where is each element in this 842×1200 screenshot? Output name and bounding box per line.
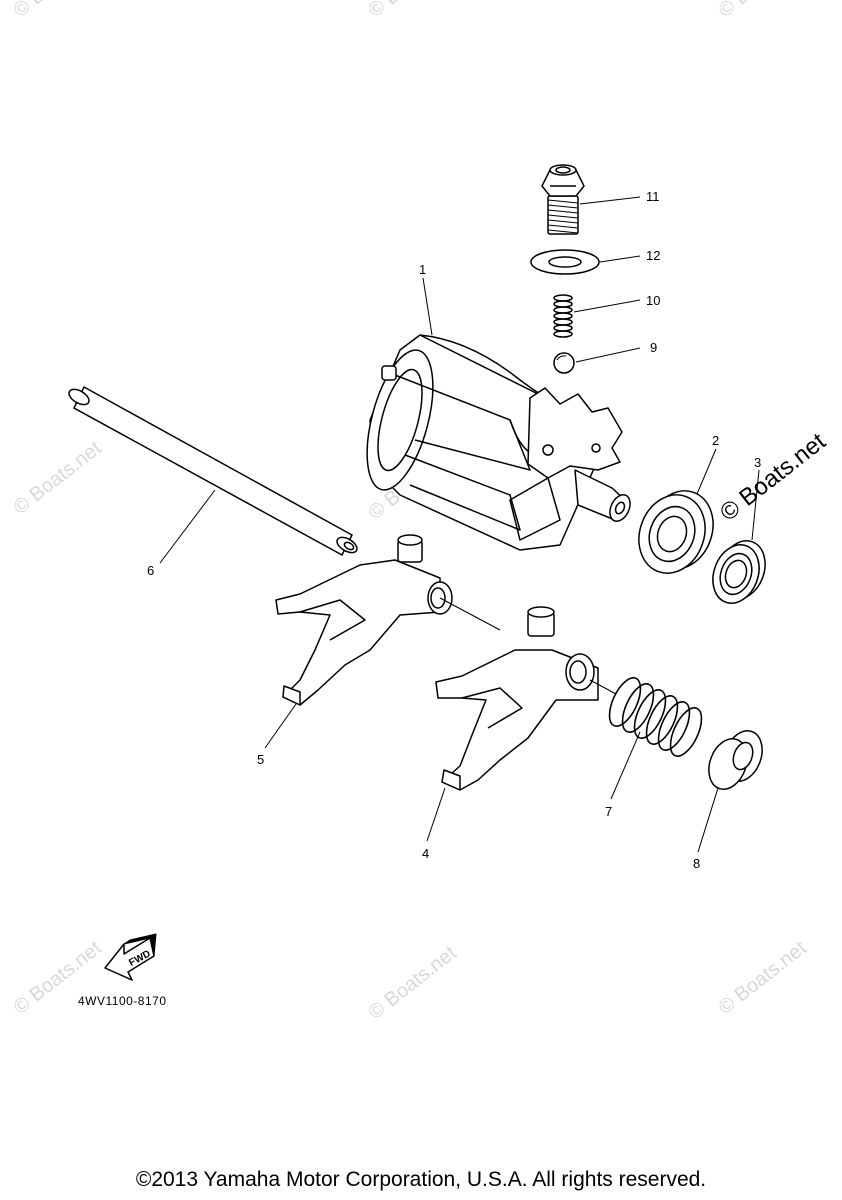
part-9-ball	[554, 353, 574, 373]
part-label-5: 5	[257, 752, 264, 767]
part-4-shift-fork	[436, 607, 598, 790]
part-label-11: 11	[646, 189, 660, 204]
copyright-notice: ©2013 Yamaha Motor Corporation, U.S.A. A…	[135, 1168, 707, 1191]
part-label-10: 10	[646, 293, 660, 308]
watermark: © Boats.net	[10, 0, 106, 22]
part-8-collar	[702, 725, 769, 790]
leader-lines	[159, 196, 760, 853]
part-6-guide-bar	[66, 386, 359, 555]
part-label-3: 3	[754, 455, 761, 470]
part-1-shift-drum	[354, 335, 634, 550]
part-2-bearing	[628, 481, 724, 582]
part-label-9: 9	[650, 340, 657, 355]
watermark: © Boats.net	[715, 0, 811, 22]
part-12-washer	[531, 250, 599, 274]
part-11-bolt	[542, 165, 584, 234]
diagram-code: 4WV1100-8170	[78, 994, 167, 1008]
part-label-6: 6	[147, 563, 154, 578]
watermark: © Boats.net	[365, 942, 461, 1024]
part-7-spring	[603, 673, 708, 760]
part-5-shift-fork	[276, 535, 452, 705]
part-label-7: 7	[605, 804, 612, 819]
watermark: © Boats.net	[715, 937, 811, 1019]
fwd-arrow-icon: FWD	[104, 933, 157, 981]
part-labels: 1 2 3 4 5 6 7 8 9 10 11 12	[147, 189, 761, 871]
part-3-oil-seal	[705, 534, 773, 609]
watermark: © Boats.net	[365, 0, 461, 22]
part-label-1: 1	[419, 262, 426, 277]
part-label-12: 12	[646, 248, 660, 263]
part-label-8: 8	[693, 856, 700, 871]
part-label-2: 2	[712, 433, 719, 448]
watermark-prominent: © Boats.net	[715, 428, 831, 527]
part-10-spring	[554, 295, 572, 337]
watermark: © Boats.net	[10, 437, 106, 519]
part-label-4: 4	[422, 846, 429, 861]
